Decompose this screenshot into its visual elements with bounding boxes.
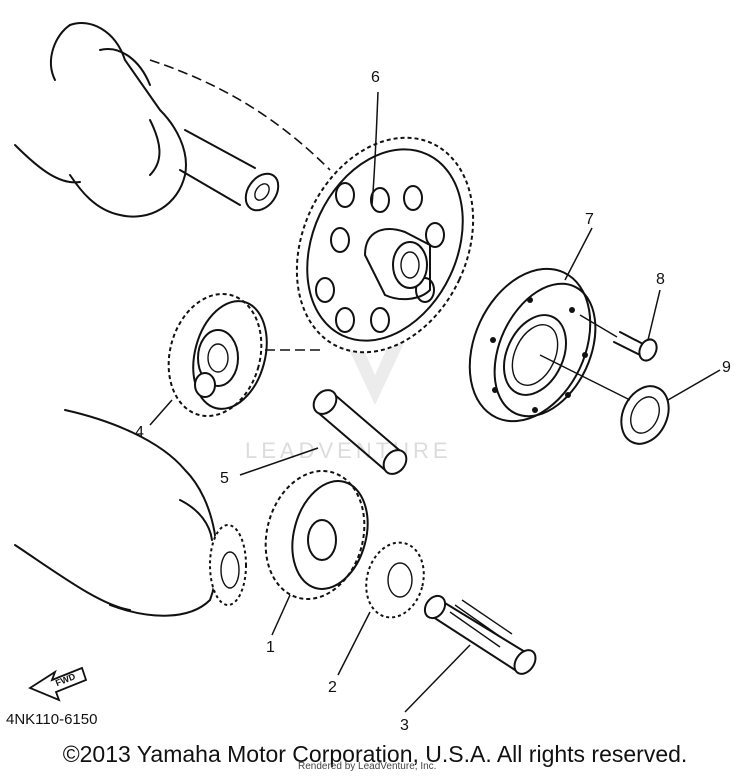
leader-7 (564, 227, 593, 281)
callout-4: 4 (135, 424, 144, 441)
callout-7: 7 (585, 211, 594, 228)
gear-2 (365, 541, 425, 619)
callout-3: 3 (400, 717, 409, 734)
leader-2 (337, 611, 371, 676)
callout-1: 1 (266, 639, 275, 656)
fwd-arrow-icon: FWD (28, 666, 88, 702)
crankshaft-illustration (14, 22, 331, 218)
crankcase-illustration (14, 409, 247, 617)
callout-numbers: 6 7 8 9 4 5 1 2 3 (135, 69, 731, 734)
leader-5 (239, 447, 319, 476)
shaft-5 (312, 389, 408, 475)
callout-6: 6 (371, 69, 380, 86)
leader-9 (667, 369, 721, 401)
leader-lines (149, 91, 721, 713)
starter-clutch-7 (468, 267, 597, 423)
rendered-by-credit: Rendered by LeadVenture, Inc. (298, 761, 437, 772)
washer-9 (539, 354, 670, 445)
leader-1 (271, 594, 291, 636)
leader-3 (404, 644, 471, 713)
large-gear-6 (295, 136, 475, 354)
callout-9: 9 (722, 359, 731, 376)
part-code: 4NK110-6150 (6, 711, 98, 728)
spline-shaft-3 (423, 594, 537, 675)
leader-6 (371, 91, 379, 206)
leader-8 (647, 289, 661, 341)
gear-1 (264, 469, 369, 601)
callout-8: 8 (656, 271, 665, 288)
callout-2: 2 (328, 679, 337, 696)
leader-4 (149, 399, 173, 426)
bolt-8 (579, 314, 658, 362)
callout-5: 5 (220, 470, 229, 487)
watermark-text: LEADVENTURE (245, 438, 452, 463)
copyright-notice: ©2013 Yamaha Motor Corporation, U.S.A. A… (62, 741, 688, 767)
idler-gear-4 (167, 292, 320, 418)
